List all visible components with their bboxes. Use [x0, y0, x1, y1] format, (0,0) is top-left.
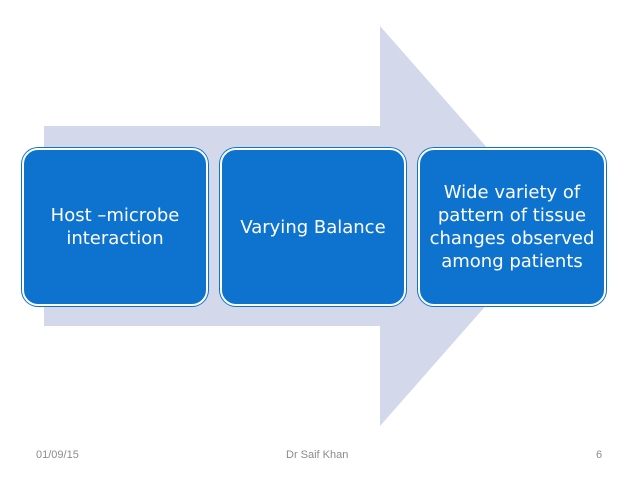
- footer-page-number: 6: [596, 449, 603, 461]
- process-step-varying-balance: Varying Balance: [220, 148, 406, 306]
- process-step-label: Wide variety of pattern of tissue change…: [429, 182, 595, 272]
- process-step-host-microbe: Host –microbe interaction: [22, 148, 208, 306]
- footer-author: Dr Saif Khan: [286, 449, 349, 461]
- process-step-tissue-changes: Wide variety of pattern of tissue change…: [418, 148, 606, 306]
- footer-date: 01/09/15: [36, 449, 79, 461]
- process-step-label: Host –microbe interaction: [50, 205, 180, 249]
- process-step-label: Varying Balance: [240, 216, 386, 238]
